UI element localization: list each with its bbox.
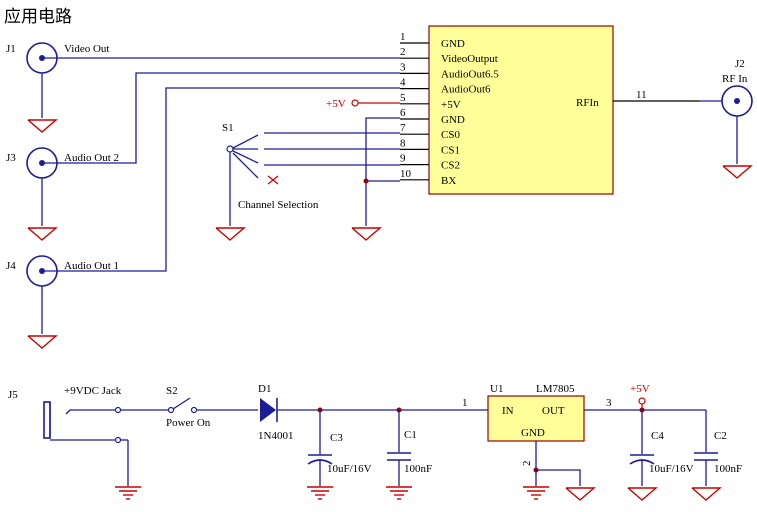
u1-pin-gnd: 2	[521, 461, 533, 467]
supply-5v-bottom-label: +5V	[630, 383, 650, 395]
s2-ref: S2	[166, 385, 178, 397]
c3-ref: C3	[330, 432, 343, 444]
c3-value: 10uF/16V	[327, 463, 372, 475]
module-pin-name-8: CS1	[441, 144, 460, 156]
rf-module	[428, 25, 614, 195]
s1-label: Channel Selection	[238, 199, 319, 211]
module-pin-num-8: 8	[400, 137, 406, 149]
module-pin-name-10: BX	[441, 175, 456, 187]
module-pin-name-3: AudioOut6.5	[441, 68, 499, 80]
u1-out: OUT	[542, 405, 565, 417]
module-pin-name-4: AudioOut6	[441, 84, 491, 96]
module-pin-num-2: 2	[400, 46, 406, 58]
connector-j5	[43, 401, 129, 486]
diode-d1	[260, 398, 278, 422]
c1-ref: C1	[404, 429, 417, 441]
j3-ref: J3	[6, 152, 16, 164]
c2-value: 100nF	[714, 463, 742, 475]
module-pin-num-9: 9	[400, 153, 406, 165]
j2-label: RF In	[722, 73, 748, 85]
switch-s1	[215, 132, 400, 241]
u1-in: IN	[502, 405, 514, 417]
c4-value: 10uF/16V	[649, 463, 694, 475]
page-title: 应用电路	[4, 7, 72, 27]
connector-j2	[721, 85, 753, 179]
u1-ref: U1	[490, 383, 503, 395]
capacitor-c4	[629, 410, 655, 486]
s2-label: Power On	[166, 417, 211, 429]
module-pin-name-6: GND	[441, 114, 465, 126]
connector-j4	[26, 255, 58, 349]
d1-value: 1N4001	[258, 430, 293, 442]
u1-pin-in: 1	[462, 397, 468, 409]
c2-ref: C2	[714, 430, 727, 442]
module-pin-num-4: 4	[400, 77, 406, 89]
module-pin-num-5: 5	[400, 92, 406, 104]
j5-ref: J5	[8, 389, 18, 401]
module-pin-num-1: 1	[400, 31, 406, 43]
j3-label: Audio Out 2	[64, 152, 119, 164]
supply-5v-top-label: +5V	[326, 98, 346, 110]
j4-ref: J4	[6, 260, 16, 272]
c4-ref: C4	[651, 430, 664, 442]
switch-s2	[121, 397, 258, 414]
module-pin-num-3: 3	[400, 61, 406, 73]
module-pin-name-1: GND	[441, 38, 465, 50]
module-pin-name-9: CS2	[441, 160, 460, 172]
u1-pin-out: 3	[606, 397, 612, 409]
j4-label: Audio Out 1	[64, 260, 119, 272]
module-pin-name-2: VideoOutput	[441, 53, 498, 65]
pin-num-11: 11	[636, 89, 647, 101]
capacitor-c3	[307, 410, 333, 486]
connector-j1	[26, 42, 58, 133]
s1-ref: S1	[222, 122, 234, 134]
regulator-u1	[487, 395, 585, 442]
module-pin-num-10: 10	[400, 168, 412, 180]
c1-value: 100nF	[404, 463, 432, 475]
u1-part: LM7805	[536, 383, 575, 395]
capacitor-c2	[694, 410, 718, 486]
module-pin-num-6: 6	[400, 107, 406, 119]
capacitor-c1	[387, 410, 411, 486]
module-pin-name-5: +5V	[441, 99, 461, 111]
u1-gnd: GND	[521, 427, 545, 439]
j5-label: +9VDC Jack	[64, 385, 122, 397]
module-pin-num-7: 7	[400, 122, 406, 134]
j2-ref: J2	[735, 58, 745, 70]
j1-label: Video Out	[64, 43, 109, 55]
module-pin-name-7: CS0	[441, 129, 460, 141]
j1-ref: J1	[6, 43, 16, 55]
connector-j3	[26, 147, 58, 241]
pin-name-rfin: RFIn	[576, 97, 599, 109]
d1-ref: D1	[258, 383, 271, 395]
